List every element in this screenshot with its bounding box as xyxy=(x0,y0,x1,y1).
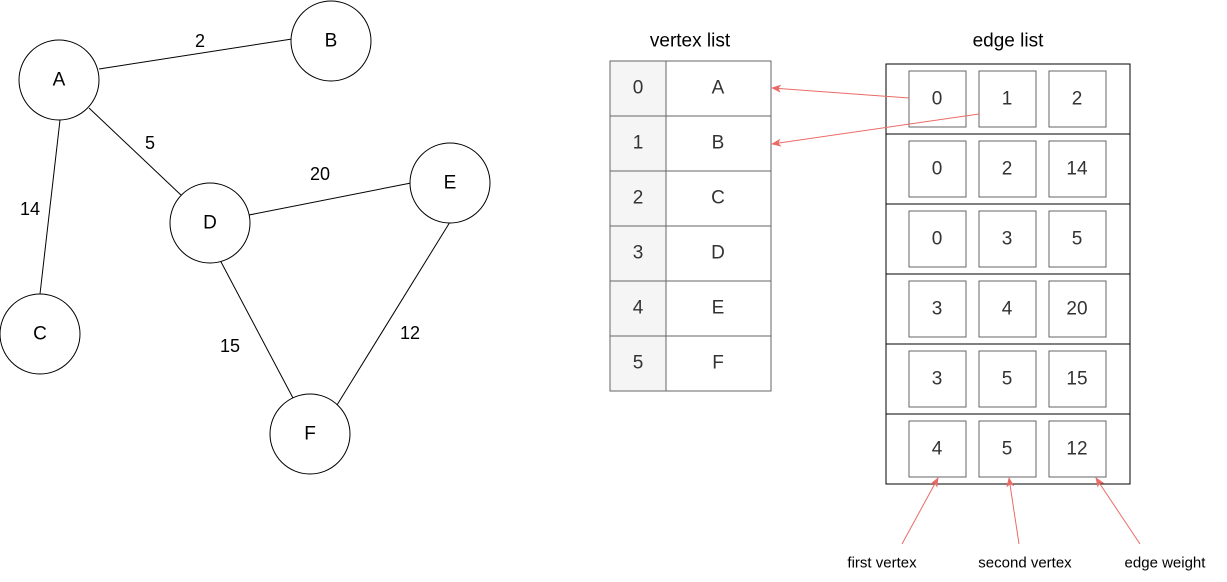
node-label: B xyxy=(325,31,338,52)
edge-weight-a-c: 14 xyxy=(20,199,40,219)
edge-list-title: edge list xyxy=(973,31,1044,52)
vertex-list-title: vertex list xyxy=(650,31,731,52)
vertex-row: 5 F xyxy=(609,335,772,392)
edge-d-f xyxy=(219,259,294,399)
graph: 2 5 14 20 15 12 A B C D E F xyxy=(0,0,491,475)
edge-weight: 2 xyxy=(1072,89,1083,110)
edge-first-vertex: 0 xyxy=(932,159,943,180)
edge-second-vertex: 4 xyxy=(1002,299,1013,320)
vertex-index: 4 xyxy=(633,298,644,319)
edge-first-vertex: 4 xyxy=(932,439,943,460)
edge-row: 0 2 14 xyxy=(885,133,1131,205)
vertex-index: 1 xyxy=(633,133,644,154)
edge-weight: 15 xyxy=(1066,369,1087,390)
second-vertex-label: second vertex xyxy=(978,555,1072,572)
vertex-index: 5 xyxy=(633,353,644,374)
edge-first-vertex: 3 xyxy=(932,369,943,390)
node-b: B xyxy=(290,0,372,82)
vertex-value: F xyxy=(712,353,724,374)
vertex-value: E xyxy=(712,298,725,319)
edge-a-b xyxy=(98,38,293,70)
node-c: C xyxy=(0,293,81,375)
node-d: D xyxy=(169,182,251,264)
edge-first-vertex: 0 xyxy=(932,89,943,110)
node-label: F xyxy=(304,424,316,445)
vertex-value: A xyxy=(712,78,725,99)
edge-row: 0 1 2 xyxy=(885,63,1131,135)
edge-first-vertex: 0 xyxy=(932,229,943,250)
edge-row: 3 4 20 xyxy=(885,273,1131,345)
edge-row: 3 5 15 xyxy=(885,343,1131,415)
edge-second-vertex: 3 xyxy=(1002,229,1013,250)
edge-row: 4 5 12 xyxy=(885,413,1131,485)
arrow-edge-first-to-vertex-a xyxy=(771,84,910,99)
node-label: A xyxy=(53,70,66,91)
edge-weight-e-f: 12 xyxy=(400,323,420,343)
vertex-row: 0 A xyxy=(609,60,772,117)
vertex-row: 4 E xyxy=(609,280,772,337)
edge-second-vertex: 2 xyxy=(1002,159,1013,180)
edge-second-vertex: 5 xyxy=(1002,439,1013,460)
edge-second-vertex: 5 xyxy=(1002,369,1013,390)
edge-weight-a-d: 5 xyxy=(145,133,155,153)
edge-weight: 14 xyxy=(1066,159,1088,180)
vertex-value: B xyxy=(712,133,725,154)
edge-weight: 20 xyxy=(1066,299,1087,320)
vertex-list: vertex list 0 A 1 B 2 C 3 D 4 xyxy=(609,31,772,392)
vertex-index: 3 xyxy=(633,243,644,264)
edge-weight-d-f: 15 xyxy=(220,336,240,356)
edge-a-c xyxy=(39,119,61,295)
edge-d-e xyxy=(248,182,412,216)
vertex-value: D xyxy=(711,243,725,264)
edge-weight: 12 xyxy=(1066,439,1087,460)
arrow-edge-second-to-vertex-b xyxy=(771,113,980,147)
edge-weight-a-b: 2 xyxy=(195,31,205,51)
node-label: C xyxy=(33,324,47,345)
edge-second-vertex: 1 xyxy=(1002,89,1013,110)
first-vertex-label: first vertex xyxy=(847,555,917,572)
vertex-index: 2 xyxy=(633,188,644,209)
vertex-row: 2 C xyxy=(609,170,772,227)
edge-weight: 5 xyxy=(1072,229,1083,250)
vertex-row: 1 B xyxy=(609,115,772,172)
vertex-value: C xyxy=(711,188,725,209)
vertex-index: 0 xyxy=(633,78,644,99)
edge-weight-label: edge weight xyxy=(1125,555,1207,572)
node-e: E xyxy=(409,142,491,224)
node-a: A xyxy=(18,39,100,121)
arrow-edge-weight-label xyxy=(1095,477,1141,545)
reference-arrows xyxy=(771,84,1141,545)
edge-row: 0 3 5 xyxy=(885,203,1131,275)
annotations: first vertex second vertex edge weight xyxy=(847,555,1206,572)
edge-first-vertex: 3 xyxy=(932,299,943,320)
edge-e-f xyxy=(336,221,451,406)
edge-a-d xyxy=(88,107,183,197)
node-label: D xyxy=(203,213,217,234)
node-f: F xyxy=(269,393,351,475)
arrow-first-vertex-label xyxy=(901,477,939,545)
vertex-row: 3 D xyxy=(609,225,772,282)
edge-weight-d-e: 20 xyxy=(310,164,330,184)
node-label: E xyxy=(444,173,457,194)
edge-list: edge list 0 1 2 0 2 14 0 3 5 xyxy=(885,31,1131,485)
arrow-second-vertex-label xyxy=(1006,477,1020,545)
